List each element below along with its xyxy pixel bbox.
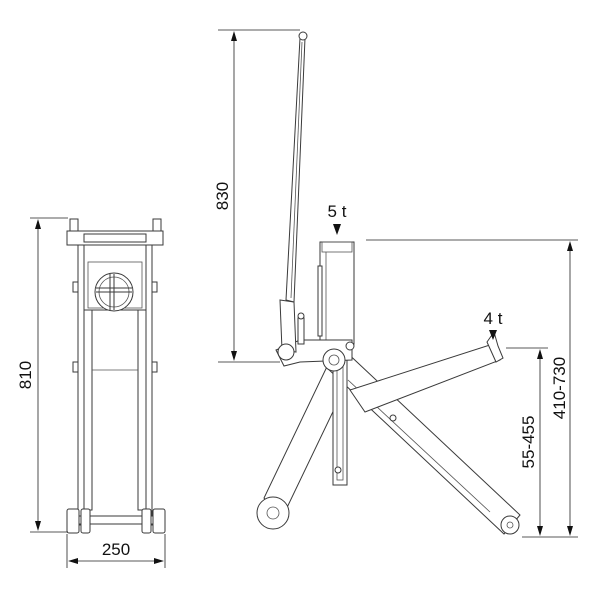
side-front-wheel-hub bbox=[266, 506, 280, 520]
side-view bbox=[256, 31, 521, 535]
side-rear-wheel-hub bbox=[506, 521, 514, 529]
lift-range-low-label: 55-455 bbox=[519, 416, 538, 469]
arrow-down-icon bbox=[537, 526, 543, 536]
front-inner-right bbox=[137, 309, 147, 511]
arrow-up-icon bbox=[567, 241, 573, 251]
front-wheel-right2 bbox=[141, 508, 152, 534]
front-width-dimension: 250 bbox=[66, 534, 166, 568]
side-valve-knob bbox=[297, 312, 305, 320]
front-view bbox=[66, 218, 166, 534]
main-load-marker: 5 t bbox=[328, 202, 347, 235]
side-main-pivot bbox=[322, 348, 346, 372]
handle-length-dimension: 830 bbox=[213, 29, 300, 363]
front-wheel-right bbox=[152, 508, 166, 534]
lift-range-high-dimension: 410-730 bbox=[366, 239, 578, 538]
arrow-down-icon bbox=[231, 351, 237, 361]
side-pin-2 bbox=[334, 466, 342, 474]
front-top-lug-left bbox=[69, 218, 79, 232]
main-capacity-label: 5 t bbox=[328, 202, 347, 221]
arrow-right-icon bbox=[154, 558, 164, 564]
front-height-label: 810 bbox=[16, 361, 35, 389]
side-front-wheel bbox=[256, 496, 290, 530]
load-arrow-icon bbox=[333, 224, 341, 235]
arrow-up-icon bbox=[537, 349, 543, 359]
side-handle-pivot bbox=[277, 343, 295, 361]
arrow-left-icon bbox=[68, 558, 78, 564]
front-wheel-left2 bbox=[80, 508, 91, 534]
side-handle bbox=[285, 37, 306, 303]
side-pivot-small bbox=[345, 341, 355, 351]
side-cylinder-side bbox=[317, 265, 323, 337]
front-top-lug-right bbox=[152, 218, 162, 232]
lift-range-high-label: 410-730 bbox=[550, 357, 569, 419]
secondary-capacity-label: 4 t bbox=[484, 309, 503, 328]
arrow-up-icon bbox=[231, 31, 237, 41]
secondary-load-marker: 4 t bbox=[484, 309, 503, 340]
side-valve bbox=[297, 317, 305, 345]
front-width-label: 250 bbox=[102, 540, 130, 559]
lift-range-low-dimension: 55-455 bbox=[506, 347, 548, 536]
front-wheel-left bbox=[66, 508, 80, 534]
handle-length-label: 830 bbox=[213, 182, 232, 210]
side-rear-wheel bbox=[500, 515, 520, 535]
side-main-pivot-inner bbox=[328, 354, 340, 366]
front-rail-right bbox=[145, 244, 153, 526]
front-knob-l2 bbox=[72, 361, 79, 373]
front-top-inner bbox=[83, 233, 147, 243]
load-arrow-icon bbox=[489, 330, 497, 340]
front-knob-r1 bbox=[151, 281, 158, 293]
side-handle-knob bbox=[298, 31, 308, 41]
front-rail-left bbox=[77, 244, 85, 526]
front-knob-r2 bbox=[151, 361, 158, 373]
front-knob-l1 bbox=[72, 281, 79, 293]
front-inner-left bbox=[83, 309, 93, 511]
side-cylinder bbox=[319, 241, 355, 345]
arrow-down-icon bbox=[567, 526, 573, 536]
arrow-up-icon bbox=[35, 219, 41, 229]
side-pin-1 bbox=[389, 414, 397, 422]
front-height-dimension: 810 bbox=[16, 217, 68, 533]
side-handle-line bbox=[290, 41, 303, 299]
arrow-down-icon bbox=[35, 521, 41, 531]
side-cylinder-top bbox=[321, 241, 353, 253]
side-post bbox=[332, 359, 348, 486]
